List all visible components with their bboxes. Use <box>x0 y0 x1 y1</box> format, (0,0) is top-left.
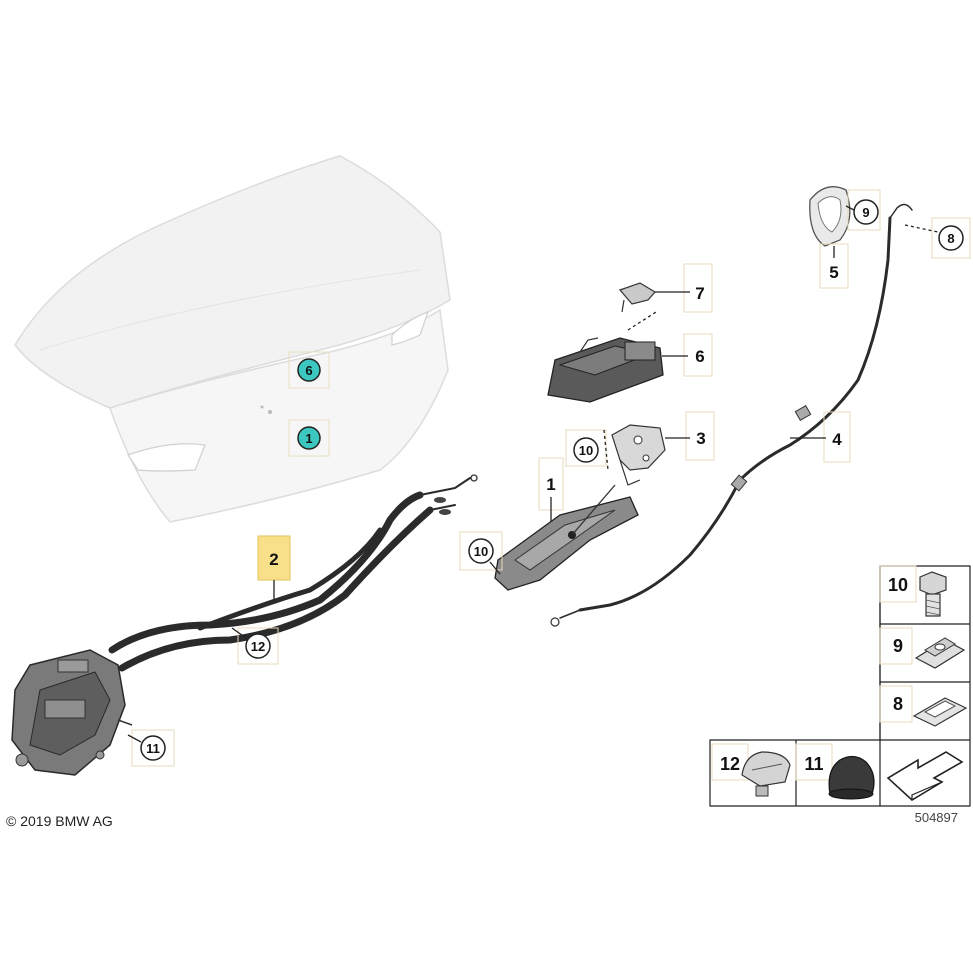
cable-clip-icon <box>741 751 791 797</box>
copyright-notice: © 2019 BMW AG <box>6 813 113 829</box>
callout-5-text: 5 <box>829 263 838 282</box>
parts-symbol-arrow-icon <box>886 751 964 801</box>
part-7-bracket <box>618 282 656 313</box>
callout-7-text: 7 <box>695 284 704 303</box>
callout-10-lower[interactable]: 10 <box>459 531 503 575</box>
callout-10-upper[interactable]: 10 <box>565 429 609 471</box>
callout-4[interactable]: 4 <box>790 411 851 463</box>
callout-2-text: 2 <box>269 550 278 569</box>
callout-5[interactable]: 5 <box>819 243 849 289</box>
legend-cell-9[interactable]: 9 <box>879 627 966 669</box>
callout-1-on-lid[interactable]: 1 <box>288 419 330 457</box>
callout-8[interactable]: 8 <box>904 217 971 259</box>
legend-10-label: 10 <box>888 575 908 595</box>
legend-cell-12[interactable]: 12 <box>711 743 791 797</box>
callout-3-text: 3 <box>696 429 705 448</box>
callout-3[interactable]: 3 <box>665 411 715 461</box>
callout-4-text: 4 <box>832 430 842 449</box>
callout-6[interactable]: 6 <box>662 333 713 377</box>
part-4-release-cable <box>550 203 913 627</box>
legend-11-label: 11 <box>804 754 823 774</box>
part-5-emergency-handle <box>809 186 851 247</box>
diagram-number: 504897 <box>915 810 958 825</box>
legend-cell-10[interactable]: 10 <box>879 565 947 617</box>
callout-1[interactable]: 1 <box>538 457 564 522</box>
clip-nut-icon <box>914 637 966 669</box>
callout-6-lid-text: 6 <box>305 363 312 378</box>
callout-1-lid-text: 1 <box>305 431 312 446</box>
callout-9-text: 9 <box>862 205 869 220</box>
callout-8-text: 8 <box>947 231 954 246</box>
cable-assembly-illustration <box>108 474 478 672</box>
callout-11-text: 11 <box>146 741 160 756</box>
bolt-icon <box>919 571 947 617</box>
legend-cell-8[interactable]: 8 <box>879 685 968 727</box>
part-3-latch-bracket <box>611 424 666 486</box>
callout-2-selected[interactable]: 2 <box>257 535 291 600</box>
legend-8-label: 8 <box>893 694 903 714</box>
parts-legend-table <box>709 565 971 807</box>
callout-10a-text: 10 <box>579 443 593 458</box>
callout-7[interactable]: 7 <box>627 263 713 331</box>
part-1-trunk-latch <box>494 484 639 591</box>
callout-6-on-lid[interactable]: 6 <box>288 351 330 389</box>
callout-12-text: 12 <box>251 639 265 654</box>
callout-6-text: 6 <box>695 347 704 366</box>
legend-cell-11[interactable]: 11 <box>795 743 875 800</box>
rubber-cap-icon <box>828 755 875 800</box>
callout-11[interactable]: 11 <box>127 729 175 767</box>
actuator-drive-unit <box>11 649 133 776</box>
callout-1-text: 1 <box>546 475 555 494</box>
callout-10b-text: 10 <box>474 544 488 559</box>
legend-9-label: 9 <box>893 636 903 656</box>
part-6-tailgate-switch <box>547 337 664 403</box>
trunk-lid-illustration <box>14 155 451 523</box>
legend-12-label: 12 <box>720 754 740 774</box>
callout-12[interactable]: 12 <box>231 627 279 665</box>
spring-clip-icon <box>912 697 968 727</box>
callout-9[interactable]: 9 <box>845 189 881 231</box>
